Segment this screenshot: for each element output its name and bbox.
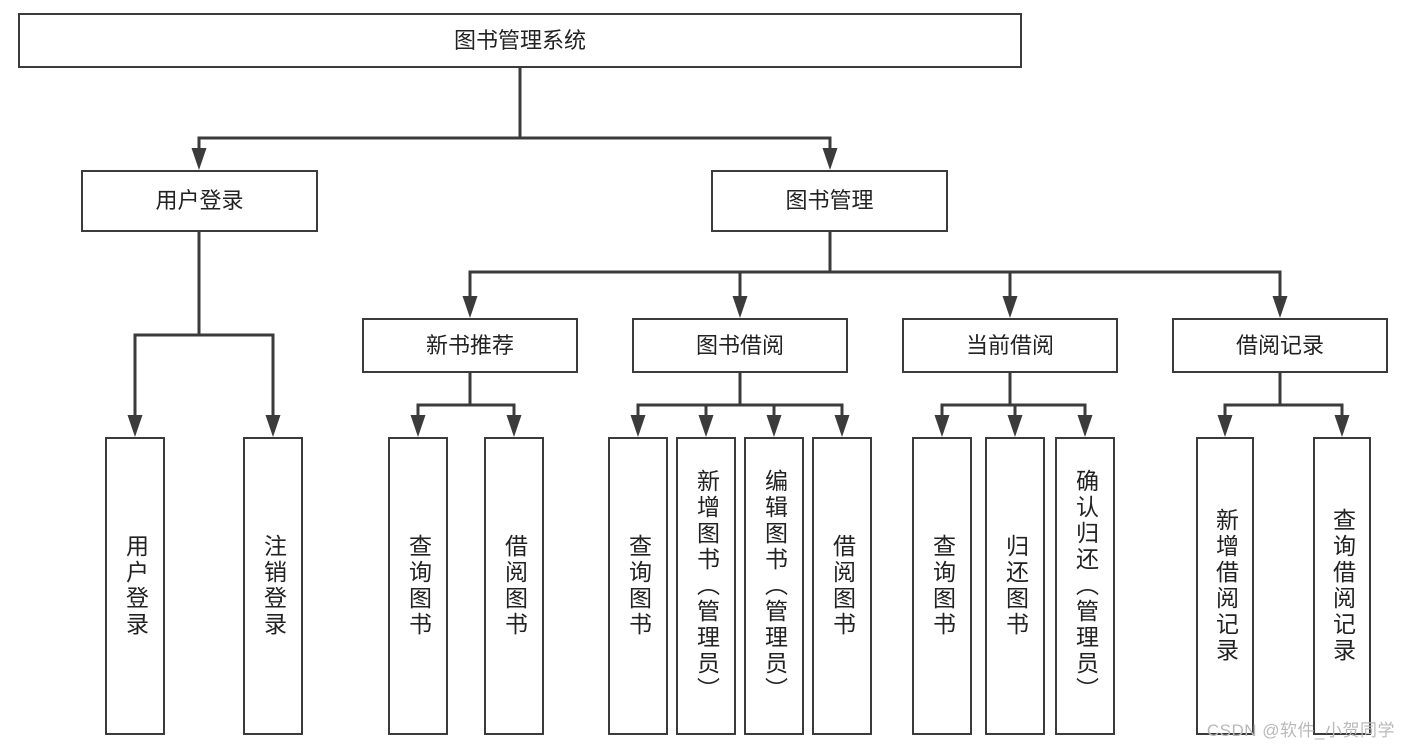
arrow-leaf-add-book-admin (698, 415, 714, 437)
node-leaf-confirm-return-admin: 确认归还（管理员） (1055, 437, 1115, 735)
arrow-leaf-edit-book-admin (766, 415, 782, 437)
node-leaf-add-book-admin: 新增图书（管理员） (676, 437, 736, 735)
node-leaf-query-book-borrow: 查询图书 (608, 437, 668, 735)
node-label-leaf-edit-book-admin: 编辑图书（管理员） (761, 469, 788, 703)
arrow-user-login (191, 148, 207, 170)
arrow-leaf-confirm-return-admin (1077, 415, 1093, 437)
arrow-leaf-return-book (1007, 415, 1023, 437)
node-leaf-user-login: 用户登录 (105, 437, 165, 735)
arrow-book-borrow (732, 296, 748, 318)
node-label-leaf-add-book-admin: 新增图书（管理员） (693, 469, 720, 703)
arrow-leaf-user-login (127, 415, 143, 437)
node-book-borrow: 图书借阅 (632, 318, 848, 373)
node-label-leaf-logout: 注销登录 (260, 534, 287, 638)
arrow-borrow-records (1272, 296, 1288, 318)
node-label-leaf-return-book: 归还图书 (1002, 534, 1029, 638)
node-leaf-query-borrow-record: 查询借阅记录 (1313, 437, 1371, 735)
arrow-leaf-query-book-recommend (410, 415, 426, 437)
arrow-leaf-add-borrow-record (1217, 415, 1233, 437)
node-label-leaf-add-borrow-record: 新增借阅记录 (1212, 508, 1239, 664)
node-leaf-logout: 注销登录 (243, 437, 303, 735)
arrow-new-book-recommend (462, 296, 478, 318)
node-label-leaf-borrow-book: 借阅图书 (829, 534, 856, 638)
node-user-login: 用户登录 (81, 170, 318, 232)
arrow-leaf-query-borrow-record (1334, 415, 1350, 437)
node-label-user-login: 用户登录 (155, 188, 244, 214)
arrow-leaf-query-book-borrow (630, 415, 646, 437)
node-new-book-recommend: 新书推荐 (362, 318, 578, 373)
node-leaf-edit-book-admin: 编辑图书（管理员） (744, 437, 804, 735)
node-label-borrow-records: 借阅记录 (1235, 332, 1324, 358)
node-current-borrow: 当前借阅 (902, 318, 1118, 373)
node-book-management: 图书管理 (711, 170, 948, 232)
node-leaf-borrow-book: 借阅图书 (812, 437, 872, 735)
node-label-leaf-query-book-borrow: 查询图书 (625, 534, 652, 638)
node-label-new-book-recommend: 新书推荐 (425, 332, 514, 358)
node-label-leaf-user-login: 用户登录 (122, 534, 149, 638)
node-label-book-management: 图书管理 (785, 188, 874, 214)
node-label-leaf-query-borrow-record: 查询借阅记录 (1329, 508, 1356, 664)
node-borrow-records: 借阅记录 (1172, 318, 1388, 373)
arrow-leaf-logout (265, 415, 281, 437)
node-label-leaf-confirm-return-admin: 确认归还（管理员） (1072, 469, 1099, 703)
node-leaf-add-borrow-record: 新增借阅记录 (1196, 437, 1254, 735)
watermark-label: CSDN @软件_小贺同学 (1206, 721, 1395, 740)
arrow-current-borrow (1002, 296, 1018, 318)
arrow-leaf-query-book-current (934, 415, 950, 437)
node-leaf-query-book-recommend: 查询图书 (388, 437, 448, 735)
node-root: 图书管理系统 (18, 13, 1022, 68)
arrow-leaf-borrow-book-recommend (506, 415, 522, 437)
node-label-leaf-query-book-recommend: 查询图书 (405, 534, 432, 638)
arrow-book-management (822, 148, 838, 170)
node-label-current-borrow: 当前借阅 (965, 332, 1054, 358)
node-leaf-return-book: 归还图书 (985, 437, 1045, 735)
node-label-leaf-query-book-current: 查询图书 (929, 534, 956, 638)
arrow-leaf-borrow-book (834, 415, 850, 437)
node-leaf-borrow-book-recommend: 借阅图书 (484, 437, 544, 735)
node-label-root: 图书管理系统 (453, 27, 586, 53)
node-leaf-query-book-current: 查询图书 (912, 437, 972, 735)
node-label-leaf-borrow-book-recommend: 借阅图书 (501, 534, 528, 638)
node-label-book-borrow: 图书借阅 (695, 332, 784, 358)
